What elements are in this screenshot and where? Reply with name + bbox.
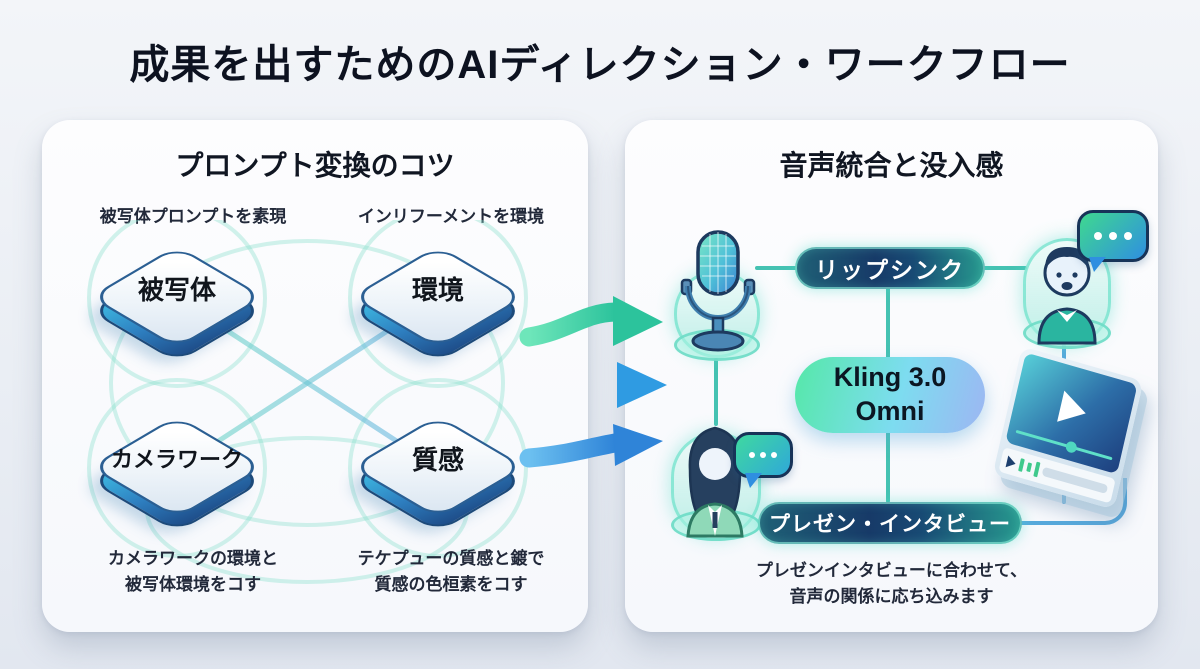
caption-texture-note: テケプューの質感と鍍で 質感の色桓素をコす [357,549,545,595]
caption-presentation-note: プレゼンインタビューに合わせて、 音声の関係に応ち込みます [755,561,1028,606]
caption-environment-prompt: インリフーメントを環境 [357,207,545,226]
node-subject-label: 被写体 [137,274,216,305]
bubble-dot [771,452,777,458]
bubble-dot [1124,232,1132,240]
node-environment-label: 環境 [411,274,464,305]
bubble-dot [749,452,755,458]
speech-bubble-male-icon [1077,210,1149,262]
prompt-tips-panel: プロンプト変換のコツ 被写体プロンプトを素現 インリフーメントを環境 [42,120,588,632]
page-title: 成果を出すためのAIディレクション・ワークフロー [129,43,1071,87]
node-texture-label: 質感 [411,444,464,475]
speech-bubble-female-icon [733,432,793,478]
lip-sync-pill: リップシンク [795,247,985,289]
connector-lipsync-to-model [886,287,890,359]
connector-mic-to-lipsync [755,266,797,270]
node-environment: 環境 [349,236,527,363]
presenter-female-avatar [686,426,744,538]
microphone-icon [680,230,756,352]
bubble-dot [760,452,766,458]
node-texture: 質感 [349,406,527,533]
presentation-interview-pill: プレゼン・インタビュー [758,502,1022,544]
audio-integration-panel: 音声統合と没入感 [625,120,1158,632]
node-camerawork-label: カメラワーク [110,447,243,472]
connector-presentation-to-video [1021,478,1127,525]
node-subject: 被写体 [88,236,266,363]
eq-bar [1026,462,1033,473]
right-panel-title: 音声統合と没入感 [779,150,1004,181]
left-panel-title: プロンプト変換のコツ [175,150,455,181]
kling-model-pill: Kling 3.0 Omni [795,357,985,433]
play-icon [1057,390,1090,429]
eq-bar [1018,458,1025,472]
node-camerawork: カメラワーク [88,406,266,533]
play-small-icon [1005,455,1018,470]
eq-bar [1033,461,1041,478]
connector-model-to-presentation [886,431,890,503]
connector-lipsync-to-speaker [983,266,1027,270]
seek-track [1041,466,1109,494]
caption-subject-prompt: 被写体プロンプトを素現 [99,207,287,226]
bubble-dot [1109,232,1117,240]
bubble-dot [1094,232,1102,240]
flow-arrows [516,296,667,468]
connector-mic-to-presenter [714,358,718,426]
caption-camerawork-note: カメラワークの環境と 被写体環境をコす [108,549,278,595]
